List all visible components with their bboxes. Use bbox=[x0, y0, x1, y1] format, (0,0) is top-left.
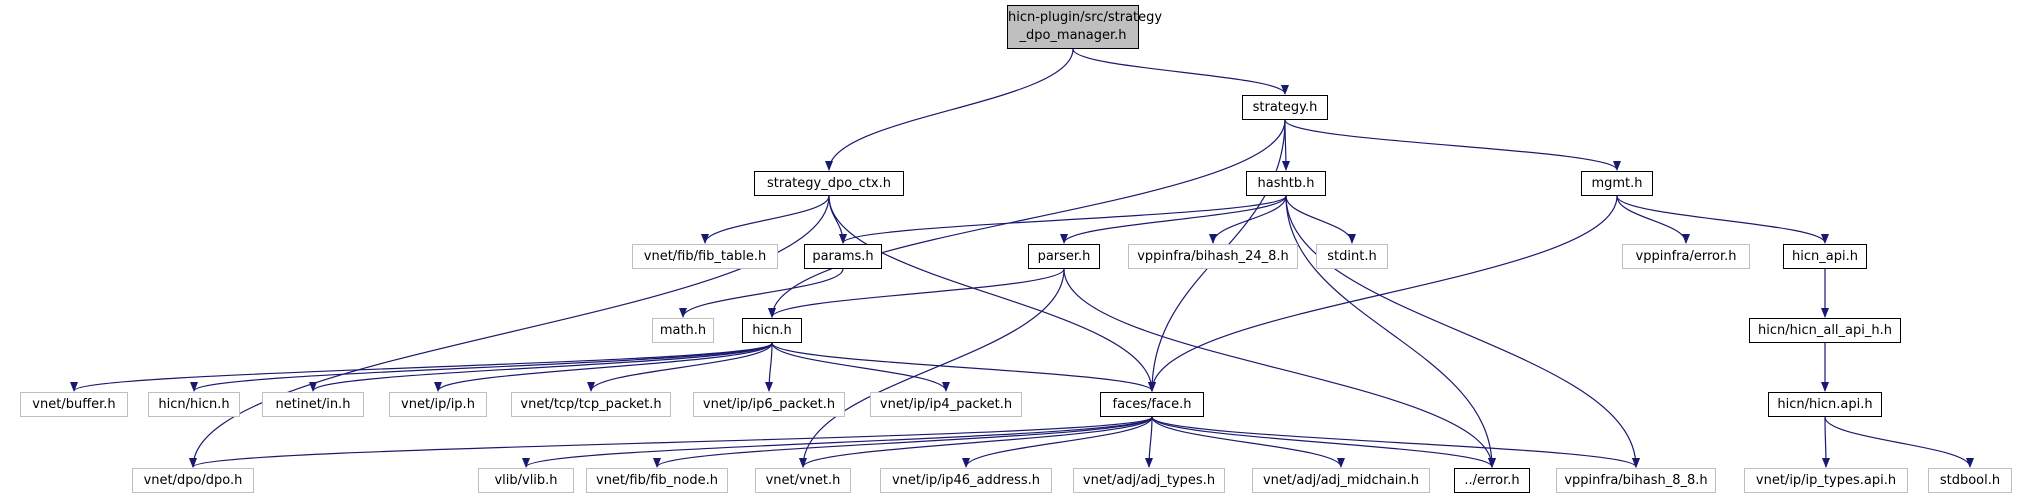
node-strategy-dpo-ctx-h[interactable]: strategy_dpo_ctx.h bbox=[754, 171, 904, 196]
edge-mgmt_h-to-vppinfra_error_h bbox=[1616, 195, 1690, 244]
edge-faces_face_h-to-fib_node_h bbox=[653, 416, 1153, 468]
node-netinet-in-h: netinet/in.h bbox=[262, 392, 364, 417]
edge-mgmt_h-to-hicn_api_h bbox=[1616, 195, 1829, 244]
node-hicn-api-h-file[interactable]: hicn/hicn.api.h bbox=[1768, 392, 1882, 417]
edge-strategy_dpo_ctx_h-to-fib_table_h bbox=[701, 195, 830, 244]
node-parser-h[interactable]: parser.h bbox=[1028, 244, 1100, 269]
edge-faces_face_h-to-vlib_h bbox=[522, 416, 1153, 468]
edge-faces_face_h-to-adj_midchain_h bbox=[1151, 416, 1345, 468]
node-ip4-packet-h: vnet/ip/ip4_packet.h bbox=[870, 392, 1022, 417]
edge-hicn_h-to-vnet_buffer_h bbox=[70, 342, 773, 392]
edge-strategy_dpo_ctx_h-to-dpo_h bbox=[189, 195, 830, 468]
edge-faces_face_h-to-bihash_8_8_h bbox=[1151, 416, 1640, 468]
root-node-label-line2: _dpo_manager.h bbox=[1019, 28, 1127, 43]
edge-hashtb_h-to-bihash_8_8_h bbox=[1285, 195, 1640, 468]
edge-hicn_h-to-ip4_packet_h bbox=[771, 342, 950, 392]
edge-hicn_h-to-ip6_packet_h bbox=[765, 342, 774, 392]
root-node: hicn-plugin/src/strategy _dpo_manager.h bbox=[1007, 5, 1163, 49]
edge-faces_face_h-to-ip46_address_h bbox=[962, 416, 1153, 468]
edge-params_h-to-math_h bbox=[679, 268, 844, 318]
edge-faces_face_h-to-adj_types_h bbox=[1145, 416, 1154, 468]
edge-root-to-strategy_dpo_ctx_h bbox=[825, 48, 1074, 171]
node-tcp-packet-h: vnet/tcp/tcp_packet.h bbox=[511, 392, 671, 417]
edge-root-to-strategy_h bbox=[1072, 48, 1289, 95]
node-vlib-h: vlib/vlib.h bbox=[478, 468, 574, 493]
node-bihash-8-8-h: vppinfra/bihash_8_8.h bbox=[1556, 468, 1716, 493]
node-bihash-24-8-h: vppinfra/bihash_24_8.h bbox=[1128, 244, 1298, 269]
node-stdbool-h: stdbool.h bbox=[1928, 468, 2012, 493]
node-error-h[interactable]: ../error.h bbox=[1454, 468, 1530, 493]
node-vnet-h: vnet/vnet.h bbox=[755, 468, 851, 493]
node-params-h[interactable]: params.h bbox=[804, 244, 882, 269]
node-ip-types-api-h: vnet/ip/ip_types.api.h bbox=[1744, 468, 1908, 493]
edge-strategy_dpo_ctx_h-to-faces_face_h bbox=[828, 195, 1156, 392]
edge-hashtb_h-to-bihash_24_8_h bbox=[1209, 195, 1287, 244]
edge-hicn_h-to-hicn_hicn_h bbox=[190, 342, 773, 392]
root-node-label-line1: hicn-plugin/src/strategy bbox=[1008, 10, 1163, 25]
edge-hicn_api_h_file-to-stdbool_h bbox=[1824, 416, 1974, 468]
edge-hashtb_h-to-error_h bbox=[1285, 195, 1496, 468]
node-strategy-h[interactable]: strategy.h bbox=[1242, 95, 1328, 120]
node-mgmt-h[interactable]: mgmt.h bbox=[1581, 171, 1653, 196]
edge-mgmt_h-to-faces_face_h bbox=[1148, 195, 1618, 392]
edge-hicn_h-to-faces_face_h bbox=[771, 342, 1156, 392]
edge-hicn_h-to-tcp_packet_h bbox=[587, 342, 773, 392]
node-hashtb-h[interactable]: hashtb.h bbox=[1246, 171, 1326, 196]
edge-strategy_h-to-mgmt_h bbox=[1284, 119, 1621, 171]
node-adj-types-h: vnet/adj/adj_types.h bbox=[1073, 468, 1225, 493]
edge-hicn_h-to-vnet_ip_ip_h bbox=[434, 342, 773, 392]
edge-hashtb_h-to-parser_h bbox=[1060, 195, 1287, 244]
edges-layer bbox=[70, 48, 1974, 468]
node-fib-table-h: vnet/fib/fib_table.h bbox=[632, 244, 778, 269]
edge-hashtb_h-to-stdint_h bbox=[1285, 195, 1356, 244]
node-ip6-packet-h: vnet/ip/ip6_packet.h bbox=[693, 392, 845, 417]
node-vnet-ip-ip-h: vnet/ip/ip.h bbox=[389, 392, 487, 417]
node-vppinfra-error-h: vppinfra/error.h bbox=[1622, 244, 1750, 269]
node-hicn-hicn-h: hicn/hicn.h bbox=[148, 392, 240, 417]
edge-hashtb_h-to-params_h bbox=[839, 195, 1287, 244]
edge-strategy_h-to-hicn_h bbox=[768, 119, 1286, 318]
edge-hicn_h-to-netinet_in_h bbox=[309, 342, 773, 392]
edge-strategy_dpo_ctx_h-to-params_h bbox=[828, 195, 847, 244]
node-stdint-h: stdint.h bbox=[1316, 244, 1388, 269]
edge-faces_face_h-to-error_h bbox=[1151, 416, 1496, 468]
node-fib-node-h: vnet/fib/fib_node.h bbox=[586, 468, 728, 493]
edge-faces_face_h-to-vnet_h bbox=[799, 416, 1153, 468]
edge-parser_h-to-error_h bbox=[1063, 268, 1496, 468]
edge-parser_h-to-vnet_h bbox=[799, 268, 1065, 468]
edge-hicn_api_h_file-to-ip_types_api_h bbox=[1821, 416, 1830, 468]
edge-parser_h-to-hicn_h bbox=[768, 268, 1065, 318]
node-hicn-all-api-h-h[interactable]: hicn/hicn_all_api_h.h bbox=[1749, 318, 1901, 343]
node-ip46-address-h: vnet/ip/ip46_address.h bbox=[880, 468, 1052, 493]
node-faces-face-h[interactable]: faces/face.h bbox=[1100, 392, 1204, 417]
node-hicn-h[interactable]: hicn.h bbox=[742, 318, 802, 343]
node-hicn-api-h[interactable]: hicn_api.h bbox=[1783, 244, 1867, 269]
edge-faces_face_h-to-dpo_h bbox=[189, 416, 1153, 468]
node-adj-midchain-h: vnet/adj/adj_midchain.h bbox=[1252, 468, 1430, 493]
node-vnet-buffer-h: vnet/buffer.h bbox=[20, 392, 128, 417]
node-math-h: math.h bbox=[652, 318, 714, 343]
node-dpo-h: vnet/dpo/dpo.h bbox=[132, 468, 254, 493]
